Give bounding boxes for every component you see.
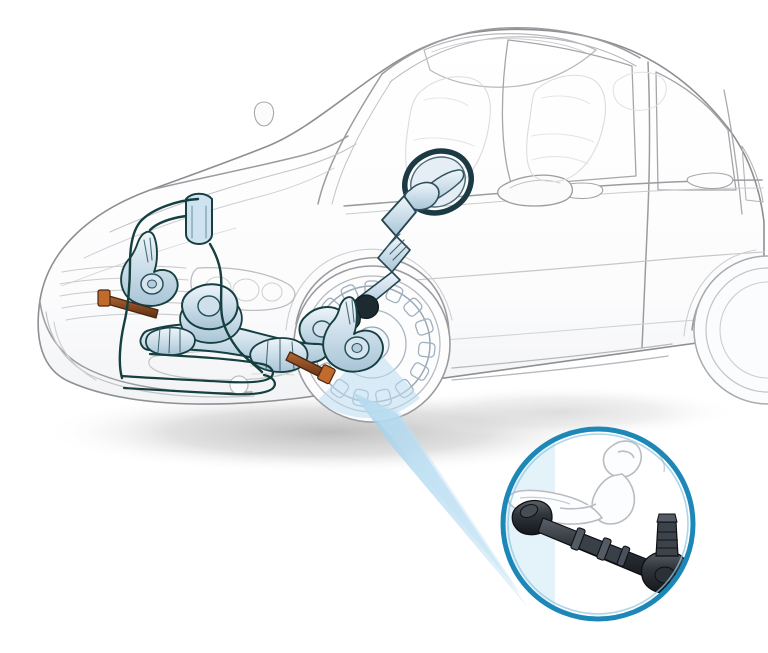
rack-boot-left	[145, 326, 196, 357]
tie-rod-right-clamp	[317, 364, 336, 385]
front-fender-line	[285, 248, 453, 331]
fluid-cooler-line	[120, 352, 276, 396]
windshield-inner	[331, 79, 393, 205]
column-ribs	[385, 233, 408, 261]
detail-circle-ring-inner-glow	[507, 433, 689, 615]
b-pillar	[641, 61, 651, 349]
roof-panel	[381, 27, 641, 75]
reservoir-branch	[148, 214, 188, 232]
detail-tie-rod-assembly	[511, 499, 689, 594]
detail-adjusting-sleeve	[570, 527, 631, 567]
ground-shadow	[40, 386, 740, 474]
steering-wheel	[402, 148, 474, 216]
bumper-lower	[45, 311, 255, 398]
roofline-inner	[389, 36, 637, 83]
sunroof	[423, 33, 597, 88]
steering-assembly	[97, 148, 474, 396]
power-steering-pump	[181, 283, 239, 331]
rocker-step	[451, 343, 673, 381]
c-pillar	[723, 89, 743, 215]
hood-crease-1	[109, 143, 357, 233]
detail-callout	[500, 426, 696, 622]
return-hose	[208, 242, 264, 374]
windshield	[317, 73, 383, 205]
front-door-window	[501, 39, 637, 187]
detail-joint-stud	[655, 521, 679, 557]
steering-knuckle-left	[120, 230, 179, 307]
hood-rear-edge	[149, 135, 349, 191]
side-mirror	[497, 174, 573, 207]
hydraulic-hoses	[118, 197, 264, 380]
fog-lamp	[229, 375, 249, 395]
rear-door-window	[655, 71, 737, 191]
outer-tie-rod-right	[285, 351, 336, 385]
power-steering-reservoir	[185, 192, 213, 245]
rear-door-handle	[686, 172, 734, 190]
bumper-lip	[53, 321, 97, 381]
outer-tie-rod-left	[97, 289, 159, 319]
hood-crease-2	[83, 167, 335, 259]
magnification-cone	[352, 392, 528, 608]
tie-rod-left-clamp	[97, 289, 111, 307]
rear-seat-crease	[531, 95, 595, 165]
mirror-inner	[509, 179, 561, 189]
steering-knuckle-right	[322, 296, 384, 373]
hood-ornament	[253, 101, 275, 127]
detail-circle-ring	[500, 426, 696, 622]
headrest-rear	[612, 71, 667, 111]
front-seat	[405, 76, 491, 193]
wheel-highlight-sector	[318, 344, 420, 419]
rear-fender-line	[683, 249, 757, 337]
sunroof-inner	[431, 38, 587, 54]
pressure-hose	[118, 197, 200, 380]
rear-wheel	[693, 255, 768, 405]
rear-seat	[526, 74, 607, 183]
